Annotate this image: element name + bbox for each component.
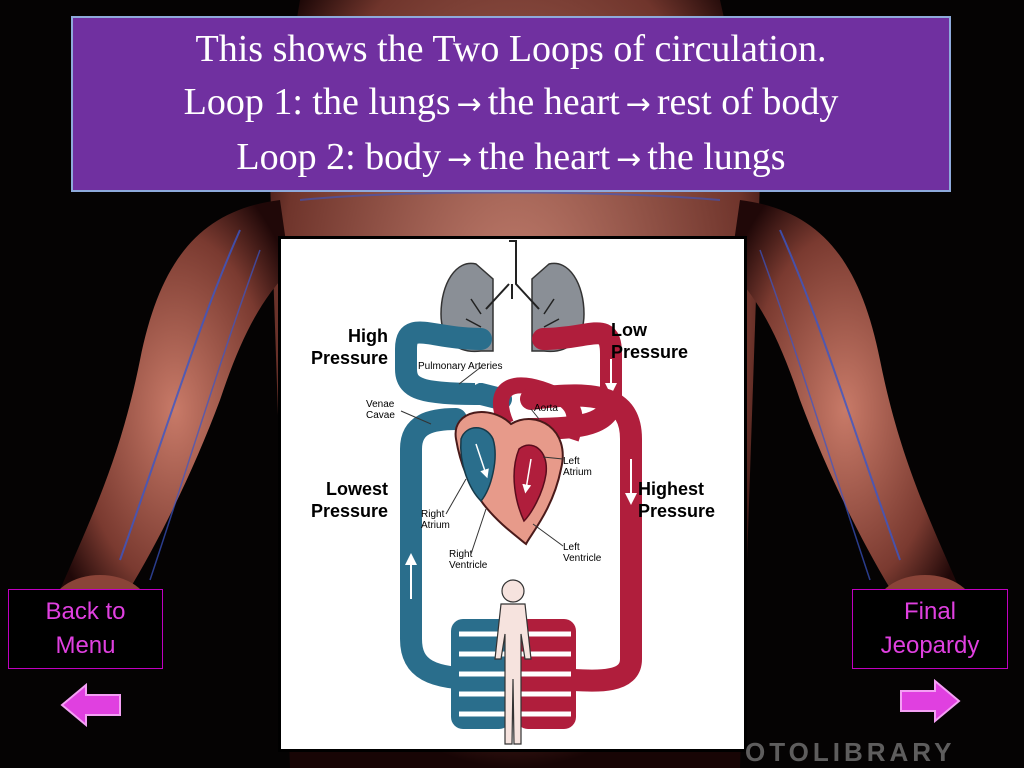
right-arrow-icon: → [616,141,642,177]
title-box: This shows the Two Loops of circulation.… [71,16,951,192]
right-arrow-icon: → [625,86,651,122]
final-jeopardy-button[interactable]: Final Jeopardy [852,589,1008,669]
human-body-icon [494,579,532,745]
label-pulmonary-arteries: Pulmonary Arteries [418,361,502,372]
final-label-line2: Jeopardy [880,632,980,659]
back-to-menu-button[interactable]: Back to Menu [8,589,163,669]
loop2-heart: the heart [478,135,611,178]
loop1-rest: rest of body [656,80,839,123]
label-aorta: Aorta [534,403,558,414]
final-label-line1: Final [903,598,957,625]
systemic-vein-vessel [400,408,492,690]
right-arrow-icon: → [456,86,482,122]
back-label-line2: Menu [55,632,116,659]
loop2-label: Loop 2: body [236,135,442,178]
title-line-2: Loop 1: the lungs→the heart→rest of body [184,76,839,131]
left-arrow-icon[interactable] [60,683,122,727]
title-line-1: This shows the Two Loops of circulation. [195,27,827,70]
back-label-line1: Back to [45,598,126,625]
title-line-3: Loop 2: body→the heart→the lungs [236,131,785,186]
systemic-artery-vessel [520,384,642,692]
loop1-label: Loop 1: the lungs [183,80,451,123]
pulmonary-artery-vessel [395,321,512,410]
loop2-lungs: the lungs [647,135,786,178]
heart-icon [454,411,564,546]
watermark-text: OTOLIBRARY [745,737,956,767]
right-arrow-icon: → [447,141,473,177]
right-arrow-icon[interactable] [899,679,961,723]
loop1-heart: the heart [487,80,620,123]
